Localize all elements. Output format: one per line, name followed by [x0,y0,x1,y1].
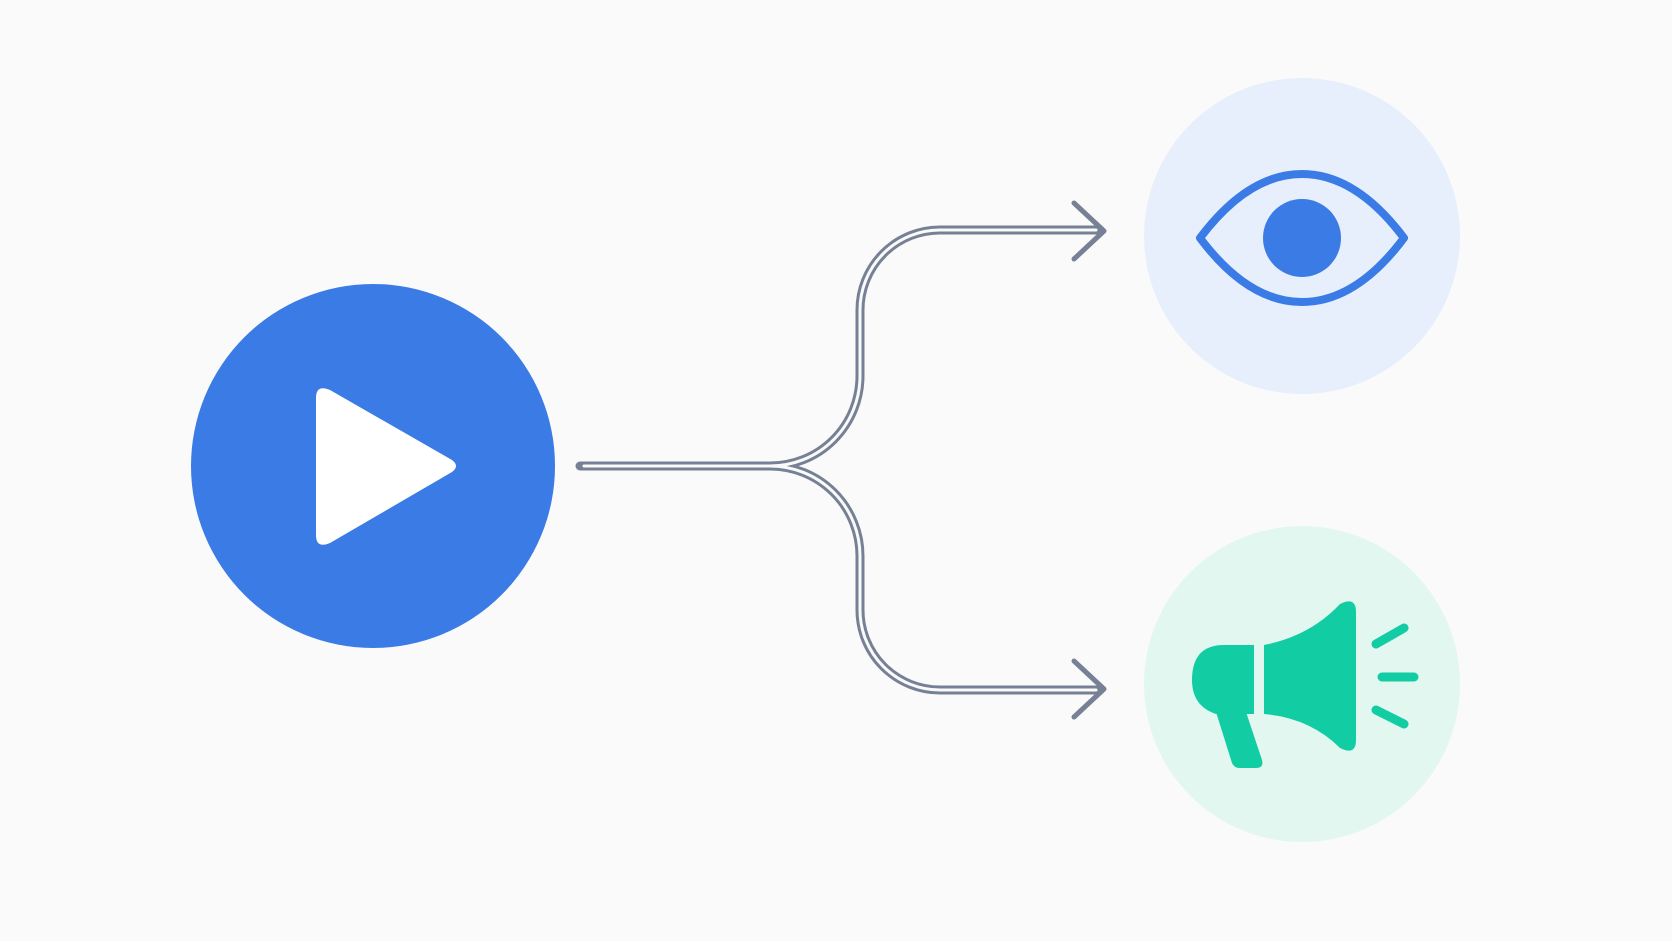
play-icon [316,388,456,545]
announce-node [1144,526,1460,842]
megaphone-handle-icon [1216,712,1263,768]
megaphone-horn-icon [1264,601,1356,751]
arrow-to-view-icon [1071,200,1107,262]
eye-pupil-icon [1263,199,1341,277]
arrow-to-announce-icon [1071,658,1107,720]
eye-outline-icon [1196,170,1408,306]
megaphone-back-icon [1192,645,1254,714]
view-node [1144,78,1460,394]
connector-to-announce-inner [768,464,1098,692]
sound-waves-icon [1371,623,1419,729]
eye-icon [1196,170,1408,306]
megaphone-icon [1192,601,1419,768]
connector-group [575,200,1107,720]
connector-to-view-inner [582,228,1098,468]
connector-to-announce [765,461,1105,695]
source-node [191,284,555,648]
